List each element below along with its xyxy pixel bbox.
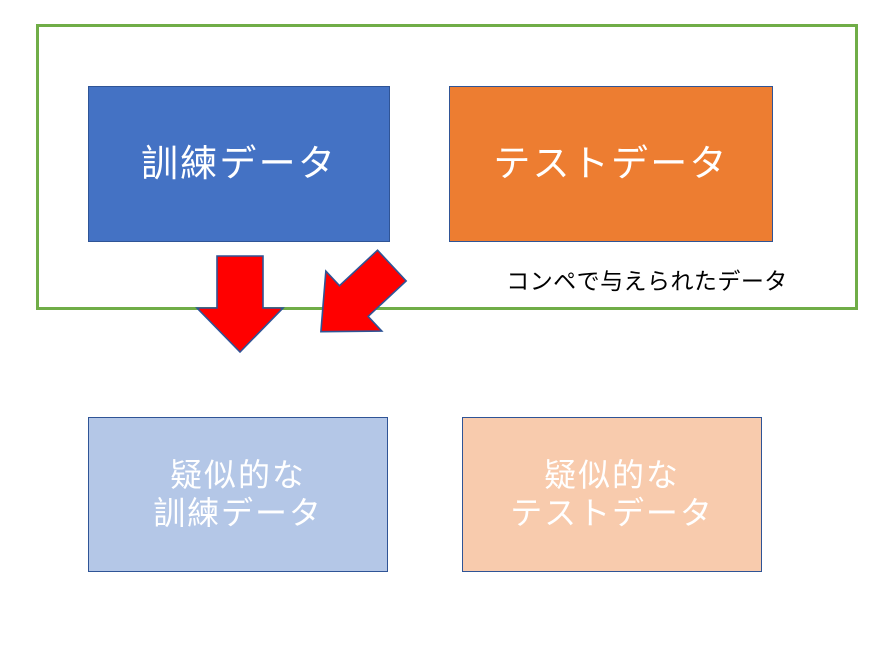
box-pseudo-training-data: 疑似的な 訓練データ <box>88 417 388 572</box>
arrow-down-icon <box>195 255 285 354</box>
competition-data-group-frame <box>36 24 858 310</box>
caption-competition-given-data: コンペで与えられたデータ <box>506 268 788 294</box>
box-pseudo-test-data: 疑似的な テストデータ <box>462 417 762 572</box>
arrow-down-right-icon <box>320 249 408 333</box>
box-training-data: 訓練データ <box>88 86 390 242</box>
box-test-data: テストデータ <box>449 86 773 242</box>
